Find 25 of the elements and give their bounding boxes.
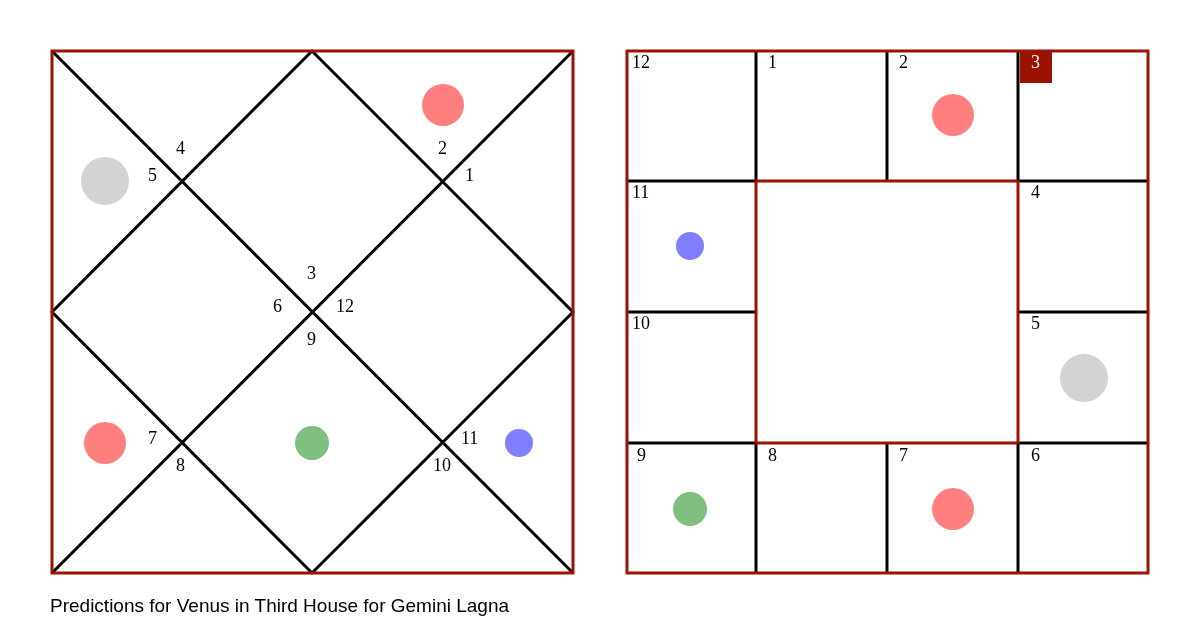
house-number: 2	[438, 139, 447, 157]
house-number: 6	[273, 297, 282, 315]
house-number: 8	[768, 446, 777, 464]
caption: Predictions for Venus in Third House for Gemini Lagna	[50, 595, 510, 617]
house-number: 10	[632, 314, 650, 332]
house-number: 12	[336, 297, 354, 315]
house-number: 4	[1031, 183, 1040, 201]
house-number: 1	[465, 166, 474, 184]
house-number: 9	[637, 446, 646, 464]
house-number: 3	[307, 264, 316, 282]
house-number: 6	[1031, 446, 1040, 464]
house-number: 9	[307, 330, 316, 348]
house-number: 10	[433, 456, 451, 474]
house-number: 5	[148, 166, 157, 184]
house-number: 8	[176, 456, 185, 474]
house-number: 11	[632, 183, 650, 201]
highlighted-house-number: 3	[1020, 51, 1052, 83]
house-number: 5	[1031, 314, 1040, 332]
house-number: 4	[176, 139, 185, 157]
house-number: 7	[148, 429, 157, 447]
house-number: 2	[899, 53, 908, 71]
house-number: 12	[632, 53, 650, 71]
house-number: 11	[461, 429, 479, 447]
house-number: 1	[768, 53, 777, 71]
house-number: 7	[899, 446, 908, 464]
